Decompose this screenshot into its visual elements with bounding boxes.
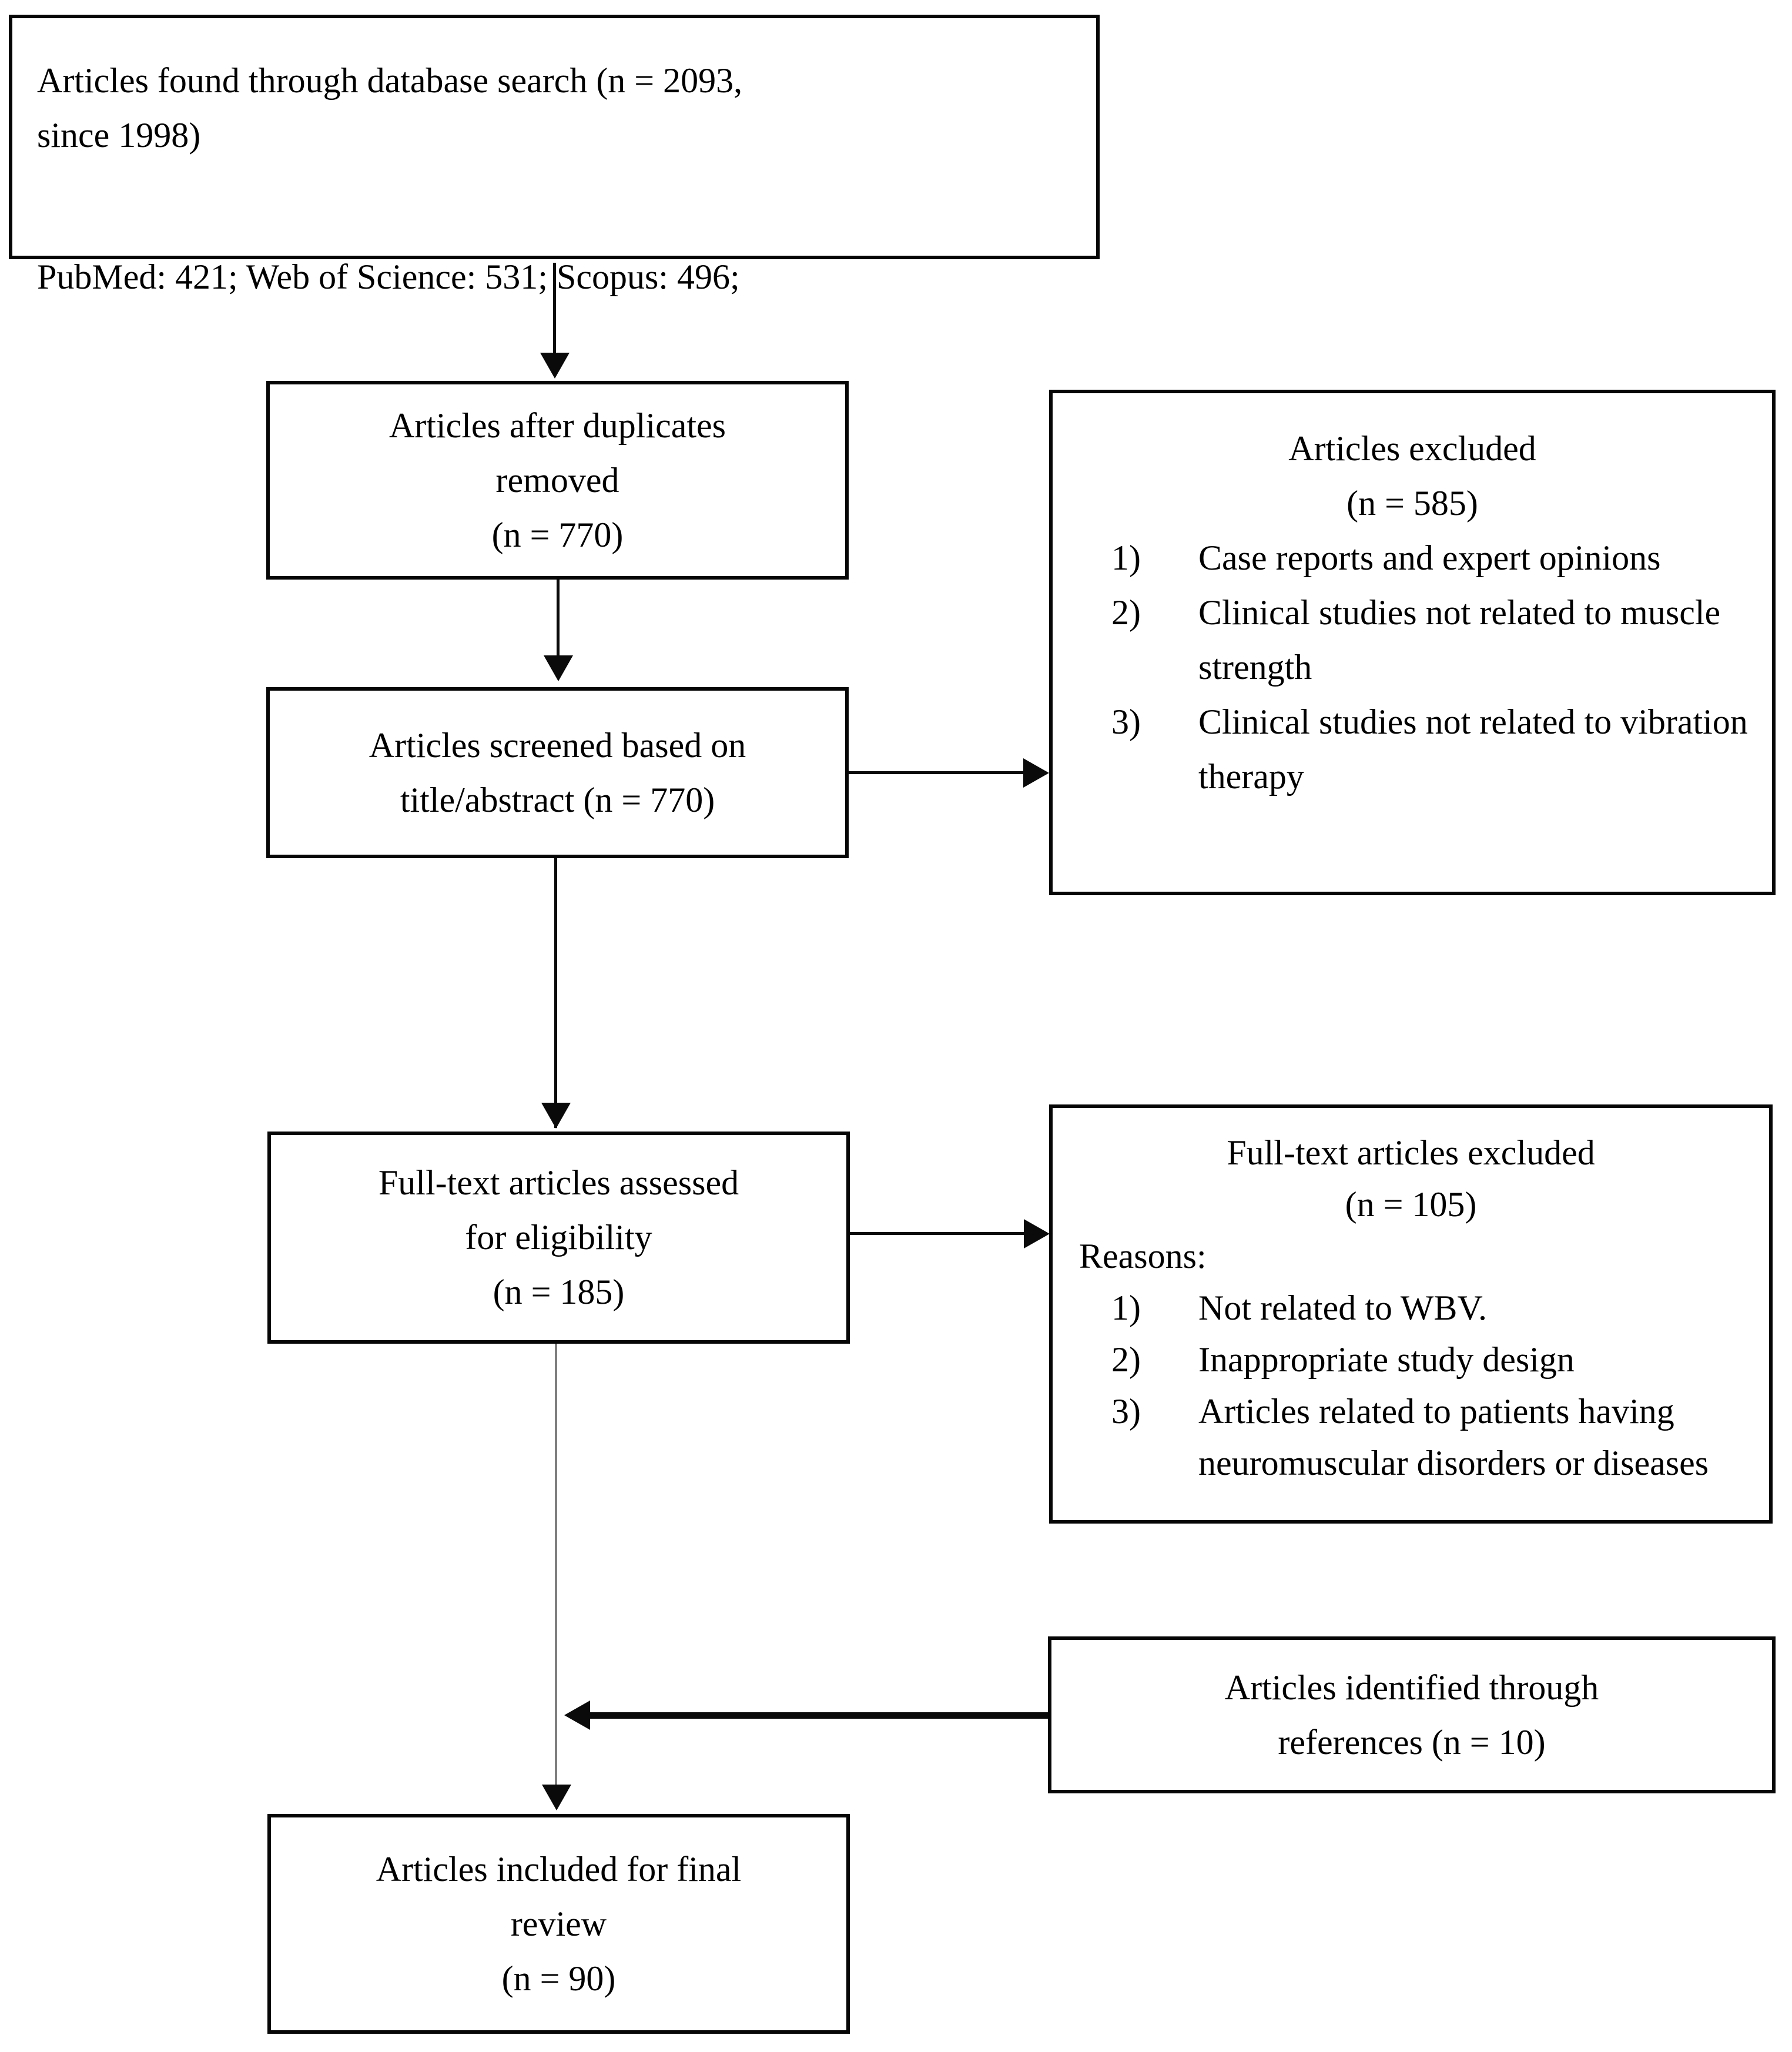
list-item-text: Articles related to patients having neur… xyxy=(1198,1392,1709,1482)
database-search-box: Articles found through database search (… xyxy=(9,15,1100,296)
final-included-box: Articles included for final review (n = … xyxy=(267,1814,850,2034)
screened-box: Articles screened based on title/abstrac… xyxy=(266,687,849,858)
database-search-sources: PubMed: 421; Web of Science: 531; Scopus… xyxy=(37,257,740,296)
duplicates-line1: Articles after duplicates xyxy=(388,406,726,445)
included-line2: review xyxy=(510,1904,607,1943)
duplicates-removed-box: Articles after duplicates removed (n = 7… xyxy=(266,381,849,580)
screened-line1: Articles screened based on xyxy=(369,725,746,765)
fulltext-excluded-list: 1) Not related to WBV. 2) Inappropriate … xyxy=(1053,1282,1769,1489)
reasons-label: Reasons: xyxy=(1079,1237,1207,1276)
list-item-text: Not related to WBV. xyxy=(1198,1288,1488,1327)
connector-screened-to-excluded xyxy=(848,771,1026,774)
database-search-line2: since 1998) xyxy=(37,116,201,155)
references-identified-box: Articles identified through references (… xyxy=(1048,1636,1776,1793)
included-line1: Articles included for final xyxy=(376,1849,742,1889)
list-item-number: 2) xyxy=(1111,1340,1141,1379)
connector-fulltext-to-excluded xyxy=(850,1232,1026,1235)
arrow-right-icon xyxy=(1024,1219,1050,1248)
fulltext-line2: for eligibility xyxy=(465,1218,652,1257)
list-item: 3) Clinical studies not related to vibra… xyxy=(1111,695,1754,804)
list-item: 1) Not related to WBV. xyxy=(1111,1282,1751,1334)
list-item-text: Inappropriate study design xyxy=(1198,1340,1575,1379)
articles-excluded-title: Articles excluded xyxy=(1288,429,1536,468)
duplicates-line2: removed xyxy=(495,460,619,500)
arrow-down-icon xyxy=(542,1785,571,1810)
list-item: 3) Articles related to patients having n… xyxy=(1111,1385,1751,1489)
articles-excluded-list: 1) Case reports and expert opinions 2) C… xyxy=(1053,531,1772,804)
included-line3: (n = 90) xyxy=(501,1959,616,1998)
list-item-number: 1) xyxy=(1111,538,1141,577)
list-item-number: 3) xyxy=(1111,702,1141,741)
duplicates-line3: (n = 770) xyxy=(491,515,624,554)
database-search-line1: Articles found through database search (… xyxy=(37,61,743,100)
arrow-down-icon xyxy=(541,1103,571,1129)
list-item-text: Case reports and expert opinions xyxy=(1198,538,1661,577)
arrow-down-icon xyxy=(544,655,573,681)
fulltext-assessed-box: Full-text articles assessed for eligibil… xyxy=(267,1132,850,1344)
arrow-right-icon xyxy=(1023,758,1049,788)
fulltext-line1: Full-text articles assessed xyxy=(378,1163,739,1202)
list-item-number: 1) xyxy=(1111,1288,1141,1327)
list-item: 2) Inappropriate study design xyxy=(1111,1334,1751,1385)
connector-references-to-trunk xyxy=(590,1712,1048,1719)
articles-excluded-count: (n = 585) xyxy=(1346,484,1478,523)
list-item-text: Clinical studies not related to muscle s… xyxy=(1198,593,1721,687)
connector-screened-to-fulltext xyxy=(554,858,557,1128)
fulltext-excluded-box: Full-text articles excluded (n = 105) Re… xyxy=(1049,1104,1773,1524)
references-line2: references (n = 10) xyxy=(1278,1722,1546,1762)
list-item-number: 3) xyxy=(1111,1392,1141,1431)
arrow-left-icon xyxy=(564,1700,590,1730)
fulltext-line3: (n = 185) xyxy=(493,1273,625,1311)
screened-line2: title/abstract (n = 770) xyxy=(400,780,715,819)
list-item-text: Clinical studies not related to vibratio… xyxy=(1198,702,1748,796)
connector-top-to-duplicates xyxy=(553,263,556,355)
fulltext-excluded-title: Full-text articles excluded xyxy=(1227,1133,1595,1172)
list-item: 2) Clinical studies not related to muscl… xyxy=(1111,585,1754,695)
articles-excluded-box: Articles excluded (n = 585) 1) Case repo… xyxy=(1049,390,1776,895)
references-line1: Articles identified through xyxy=(1224,1668,1599,1707)
list-item-number: 2) xyxy=(1111,593,1141,632)
connector-fulltext-to-included xyxy=(555,1344,557,1785)
list-item: 1) Case reports and expert opinions xyxy=(1111,531,1754,585)
arrow-down-icon xyxy=(540,353,570,379)
connector-duplicates-to-screened xyxy=(557,580,560,658)
fulltext-excluded-count: (n = 105) xyxy=(1345,1185,1477,1224)
